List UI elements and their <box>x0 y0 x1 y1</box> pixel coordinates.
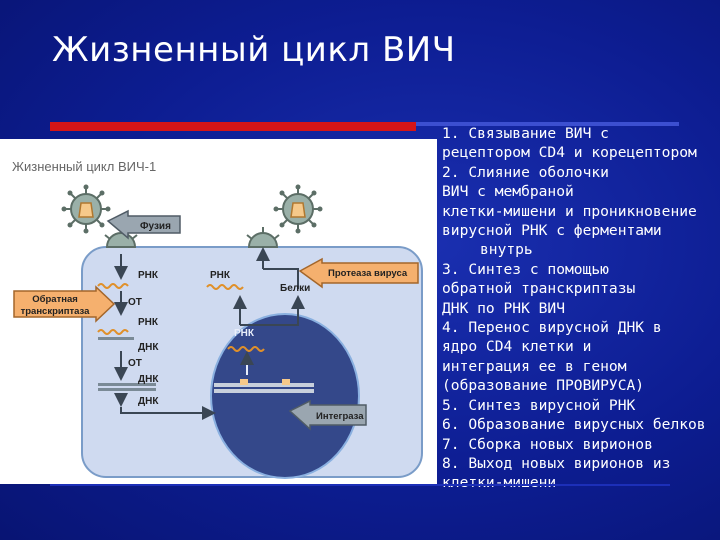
step-line: (образование ПРОВИРУСА) <box>442 377 645 395</box>
diagram-title: Жизненный цикл ВИЧ-1 <box>12 159 156 174</box>
rt-label-line2: транскриптаза <box>21 306 91 317</box>
lifecycle-steps-list: 1. Связывание ВИЧ с рецептором CD4 и кор… <box>442 124 718 493</box>
budding-virion-icon <box>246 227 280 248</box>
step-line: клетки-мишени <box>442 474 557 492</box>
rna-strand <box>97 329 129 335</box>
dna-strand <box>98 337 134 340</box>
step-line: интеграция ее в геном <box>442 357 627 375</box>
step-line: 5. Синтез вирусной РНК <box>442 396 636 414</box>
protease-label: Протеаза вируса <box>328 268 408 279</box>
step-line: 8. Выход новых вирионов из <box>442 454 671 472</box>
rna-label: РНК <box>210 270 231 281</box>
virion-icon <box>61 184 111 234</box>
dna-label: ДНК <box>138 342 159 353</box>
bottom-divider <box>50 484 670 486</box>
rna-strand <box>206 284 244 290</box>
proteins-label: Белки <box>280 283 310 294</box>
step-line: ДНК по РНК ВИЧ <box>442 299 566 317</box>
dna-label: ДНК <box>138 374 159 385</box>
rt-label-line1: Обратная <box>32 294 78 305</box>
accent-line <box>416 122 679 126</box>
virion-icon <box>273 184 323 234</box>
rt-short-label: ОТ <box>128 297 142 308</box>
rna-strand <box>227 346 265 352</box>
step-line: 2. Слияние оболочки <box>442 163 609 181</box>
fusion-label: Фузия <box>140 221 171 232</box>
step-line: 6. Образование вирусных белков <box>442 416 706 434</box>
dna-strand <box>98 388 156 391</box>
step-line: клетки-мишени и проникновение <box>442 202 697 220</box>
rna-label: РНК <box>138 270 159 281</box>
reverse-transcriptase-box: Обратная транскриптаза <box>13 285 116 323</box>
step-line: обратной транскриптазы <box>442 280 636 298</box>
step-line: ВИЧ с мембраной <box>442 183 574 201</box>
rna-label: РНК <box>138 317 159 328</box>
step-line: внутрь <box>480 241 533 259</box>
rt-short-label: ОТ <box>128 358 142 369</box>
step-line: рецептором CD4 и корецептором <box>442 144 697 162</box>
genome-dna <box>214 383 314 387</box>
dna-label: ДНК <box>138 396 159 407</box>
provirus-mark <box>282 379 290 385</box>
fusion-box: Фузия <box>106 209 181 240</box>
hiv-lifecycle-diagram: Жизненный цикл ВИЧ-1 <box>0 139 437 484</box>
rna-label: РНК <box>234 328 255 339</box>
diagram-canvas: Жизненный цикл ВИЧ-1 <box>12 159 423 479</box>
flow-arrow <box>120 406 216 420</box>
step-line: 7. Сборка новых вирионов <box>442 435 653 453</box>
step-line: 3. Синтез с помощью <box>442 260 609 278</box>
rna-strand <box>97 283 129 289</box>
accent-bar <box>50 122 416 131</box>
step-line: 1. Связывание ВИЧ с <box>442 125 609 142</box>
genome-dna <box>214 389 314 393</box>
step-line: 4. Перенос вирусной ДНК в <box>442 319 662 337</box>
integrase-label: Интеграза <box>316 411 364 422</box>
flow-line <box>263 268 299 289</box>
protease-box: Протеаза вируса <box>298 257 419 289</box>
provirus-mark <box>240 379 248 385</box>
step-line: ядро CD4 клетки и <box>442 338 592 356</box>
dna-strand <box>98 383 156 386</box>
flow-arrow <box>240 295 305 326</box>
integrase-box: Интеграза <box>288 399 367 431</box>
slide-title: Жизненный цикл ВИЧ <box>52 30 456 70</box>
step-line: вирусной РНК с ферментами <box>442 222 662 240</box>
